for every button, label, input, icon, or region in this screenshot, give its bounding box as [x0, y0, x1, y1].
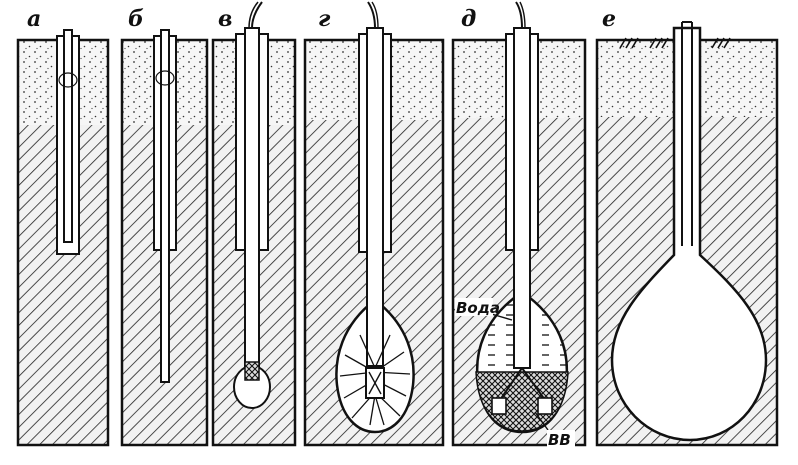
panel-d-wire-2: [519, 1, 526, 29]
panel-d-pipe: [513, 27, 531, 369]
panel-d-label: д: [461, 6, 476, 32]
panel-e-label: е: [602, 6, 616, 32]
panel-d: Вода ВВ д: [451, 1, 587, 449]
panel-e: е: [595, 6, 779, 447]
panel-a-label: а: [27, 6, 41, 32]
panel-g-wire-2: [371, 1, 379, 29]
panel-d-water-label: Вода: [456, 299, 500, 317]
panel-d-charge-left: [491, 397, 507, 415]
panel-v: в: [211, 1, 297, 447]
panel-d-explosive-label-bg: [547, 430, 575, 448]
panel-b-seal: [155, 70, 175, 86]
panel-g-pipe: [366, 27, 384, 367]
panel-v-wire-2: [248, 1, 259, 29]
panel-d-wire: [515, 1, 523, 29]
panel-d-charge-right: [537, 397, 553, 415]
panel-a-seal: [58, 72, 78, 88]
panel-e-cavity: [610, 26, 768, 442]
panel-a: а: [16, 6, 110, 447]
panel-v-charge: [244, 361, 260, 381]
panel-g-label: г: [318, 6, 331, 32]
panel-a-pipe: [63, 29, 73, 243]
panel-d-water-label-bg: [455, 298, 493, 316]
panel-b: б: [120, 6, 209, 447]
panel-v-pipe: [244, 27, 260, 371]
panel-g-charge-mark: [368, 371, 382, 395]
panel-g: г: [303, 1, 445, 447]
panel-d-lead-lines: [499, 367, 546, 401]
panel-g-wire: [367, 1, 376, 29]
panel-v-label: в: [218, 6, 232, 32]
panel-b-pipe: [160, 29, 170, 383]
panel-d-explosive-leader: [534, 411, 549, 431]
panel-d-explosive: [475, 371, 569, 432]
panel-v-wire: [251, 1, 263, 29]
panel-b-label: б: [128, 6, 144, 32]
panel-e-surface-ticks: [619, 37, 731, 49]
panel-d-explosive-label: ВВ: [548, 431, 571, 449]
